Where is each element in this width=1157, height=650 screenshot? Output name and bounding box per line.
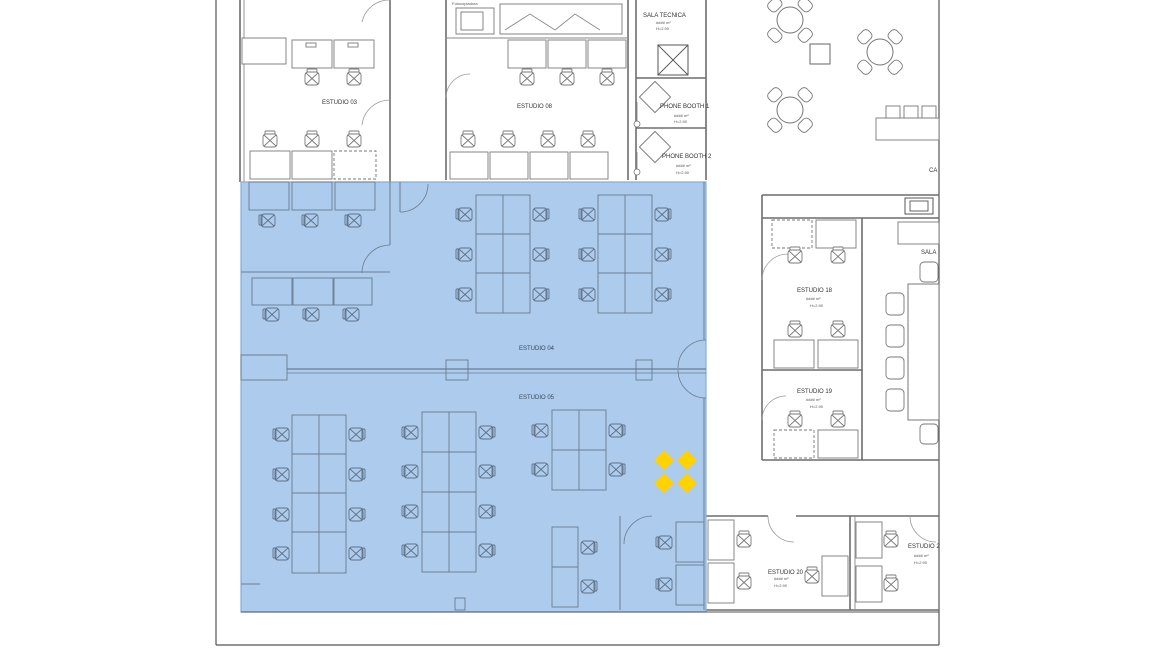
label-estudio-19-area: #### m² <box>806 397 821 402</box>
room-estudio-19: ESTUDIO 19 #### m² H=2.90 <box>761 389 939 461</box>
label-sala-tecnica: SALA TECNICA <box>643 13 686 19</box>
room-estudio-18: ESTUDIO 18 #### m² H=2.90 <box>761 195 863 460</box>
label-phone-booth-1: PHONE BOOTH 1 <box>660 104 710 110</box>
label-sala-tecnica-height: H=2.90 <box>656 26 670 31</box>
room-estudio-21: ESTUDIO 2 #### m² H=2.90 <box>854 515 940 610</box>
label-cafe: CA <box>929 168 937 174</box>
room-sala: SALA <box>885 221 940 445</box>
cafe-area: CA <box>762 0 940 219</box>
label-estudio-05: ESTUDIO 05 <box>519 395 555 401</box>
label-phone-booth-2-area: #### m² <box>676 163 691 168</box>
label-estudio-03: ESTUDIO 03 <box>322 100 358 106</box>
label-estudio-04: ESTUDIO 04 <box>519 346 555 352</box>
label-estudio-18-height: H=2.90 <box>810 303 824 308</box>
label-phone-booth-1-area: #### m² <box>674 113 689 118</box>
highlighted-zone[interactable]: ESTUDIO 04 ESTUDIO 05 <box>240 181 707 613</box>
room-sala-tecnica: SALA TECNICA #### m² H=2.90 <box>635 0 707 180</box>
label-estudio-19: ESTUDIO 19 <box>797 389 833 395</box>
label-sala: SALA <box>921 250 936 256</box>
room-estudio-20: ESTUDIO 20 #### m² H=2.90 <box>706 515 939 611</box>
label-sala-tecnica-area: #### m² <box>656 20 671 25</box>
label-estudio-20-height: H=2.90 <box>774 583 788 588</box>
label-estudio-20: ESTUDIO 20 <box>768 570 804 576</box>
room-phone-booth-1: PHONE BOOTH 1 #### m² H=2.90 <box>633 80 710 128</box>
label-estudio-21: ESTUDIO 2 <box>908 544 940 550</box>
label-estudio-21-height: H=2.90 <box>914 560 928 565</box>
label-estudio-18-area: #### m² <box>806 296 821 301</box>
room-estudio-08: Fotocopiadora ESTUDIO 08 <box>445 0 629 180</box>
label-phone-booth-1-height: H=2.90 <box>674 119 688 124</box>
label-estudio-19-height: H=2.90 <box>810 404 824 409</box>
label-phone-booth-2-height: H=2.90 <box>676 170 690 175</box>
label-fotocopiadora: Fotocopiadora <box>452 1 478 6</box>
room-estudio-03: ESTUDIO 03 <box>239 0 391 182</box>
label-phone-booth-2: PHONE BOOTH 2 <box>662 154 712 160</box>
label-estudio-20-area: #### m² <box>774 576 789 581</box>
yellow-diamond-marker-icon[interactable] <box>654 450 697 493</box>
room-phone-booth-2: PHONE BOOTH 2 #### m² H=2.90 <box>633 130 712 176</box>
label-estudio-18: ESTUDIO 18 <box>797 288 833 294</box>
label-estudio-08: ESTUDIO 08 <box>517 104 553 110</box>
label-estudio-21-area: #### m² <box>914 553 929 558</box>
